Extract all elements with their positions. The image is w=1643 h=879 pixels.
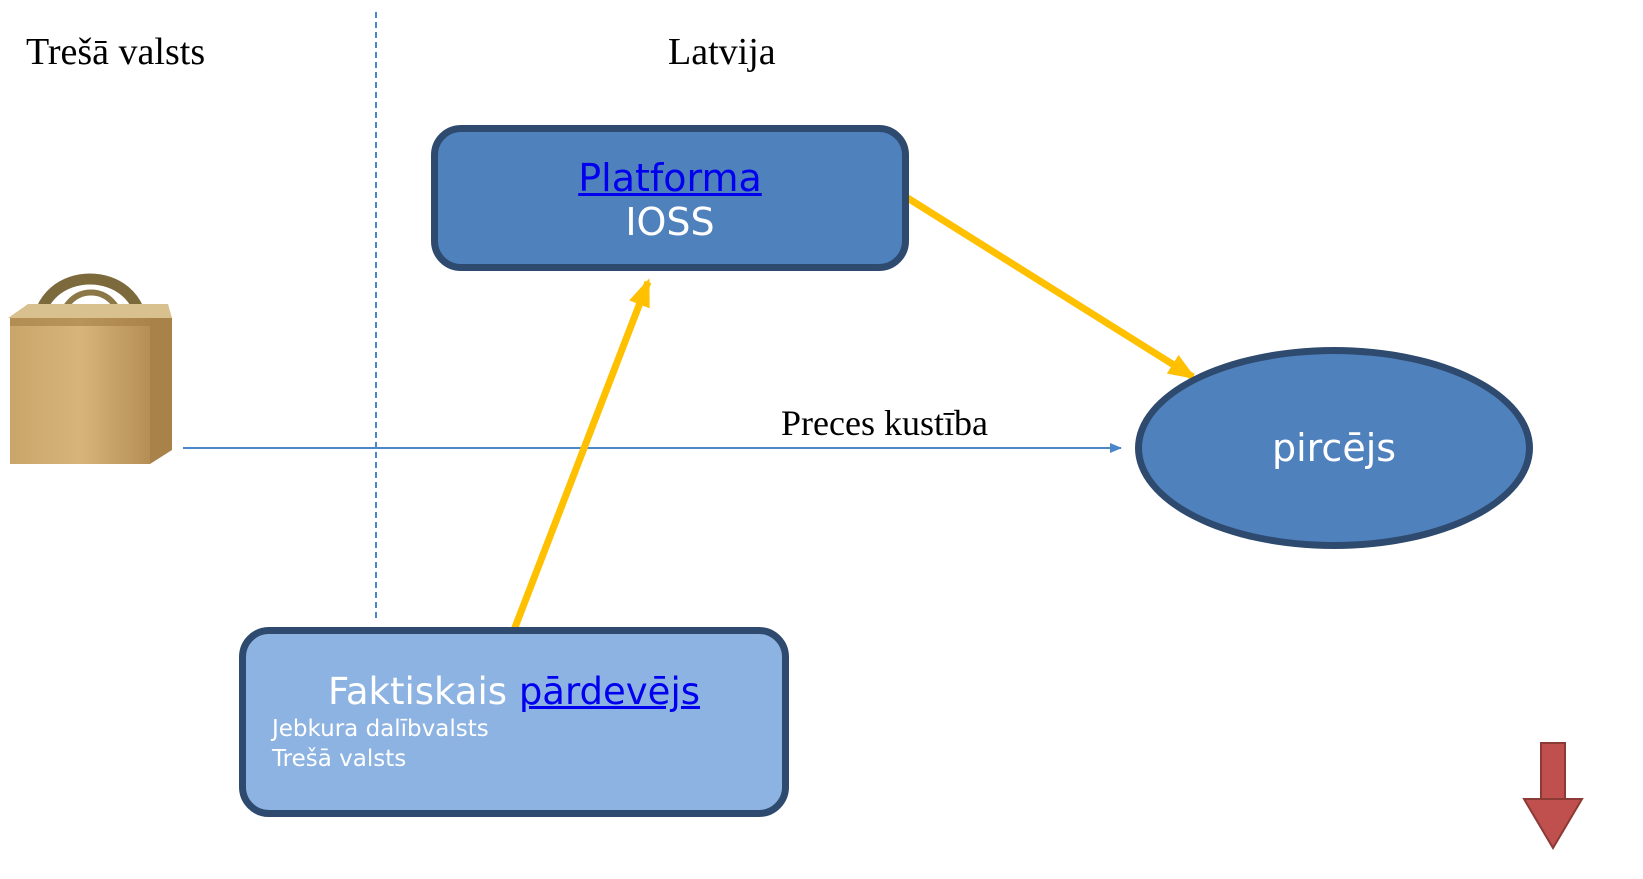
- shopping-bag-icon: [8, 273, 172, 464]
- latvia-label: Latvija: [668, 31, 776, 73]
- third-country-label: Trešā valsts: [26, 31, 206, 73]
- seller-title: Faktiskais pārdevējs: [272, 670, 782, 714]
- seller-line-1: Jebkura dalībvalsts: [272, 716, 489, 742]
- platform-subtitle: IOSS: [625, 200, 715, 244]
- seller-box: Faktiskais pārdevējs Jebkura dalībvalsts…: [239, 627, 789, 817]
- seller-line-2: Trešā valsts: [272, 746, 407, 772]
- buyer-ellipse: pircējs: [1135, 347, 1533, 549]
- platform-link[interactable]: Platforma: [578, 156, 762, 200]
- platform-box: Platforma IOSS: [431, 125, 909, 271]
- platform-to-buyer-arrow: [904, 194, 1197, 380]
- seller-to-platform-arrow: [510, 278, 652, 632]
- buyer-label: pircējs: [1271, 426, 1397, 470]
- seller-prefix: Faktiskais: [327, 670, 519, 713]
- down-arrow-icon: [1522, 742, 1584, 850]
- goods-flow-label: Preces kustība: [781, 403, 988, 443]
- seller-link[interactable]: pārdevējs: [518, 670, 701, 713]
